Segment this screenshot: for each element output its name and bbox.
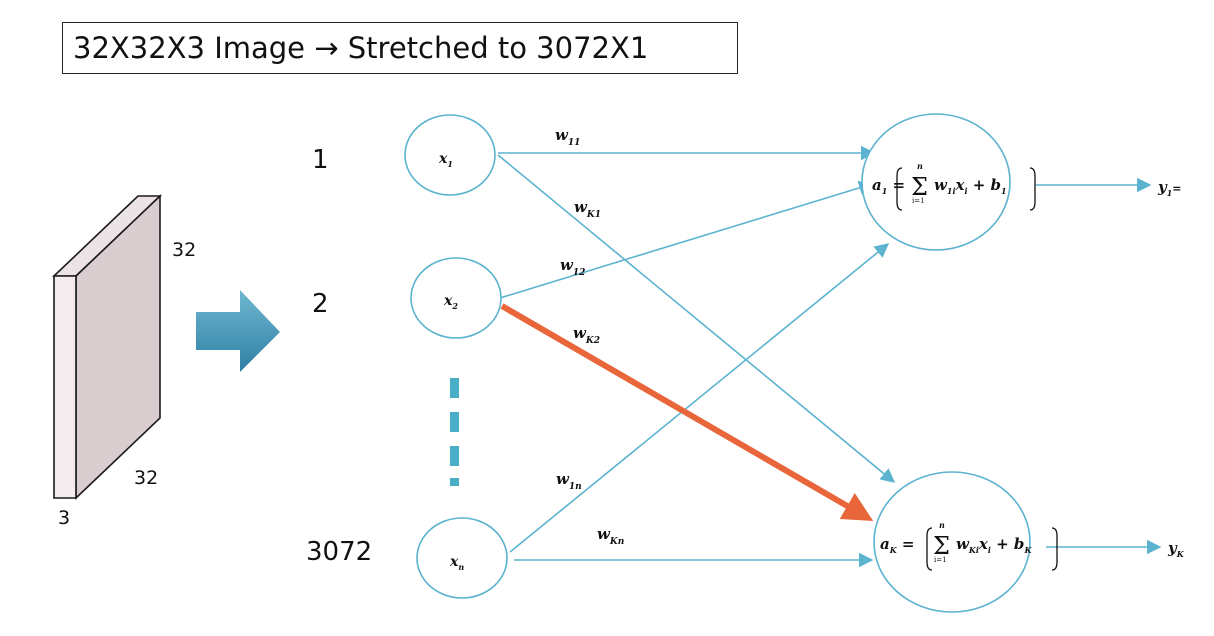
input-var-x2: x [443,293,453,309]
neuron-K-sum-top: n [939,520,945,530]
weight-label-w11: w11 [555,126,580,148]
connection-x2-aK-highlight [500,303,874,522]
input-node-xn: xn [416,517,508,599]
weight-label-w1n: w1n [556,470,582,492]
svg-text:a1 =: a1 = [872,176,905,196]
connection-x2-a1 [499,180,874,299]
neuron-K-w: w [956,535,970,553]
neuron-1-sum-bottom: i=1 [912,197,925,205]
connection-x1-aK [497,154,896,483]
weight-label-w12: w12 [560,256,585,278]
input-sub-x2: 2 [451,301,458,311]
neuron-1-b-sub: 1 [1001,186,1007,196]
volume-depth-label: 3 [58,507,70,529]
neuron-K-b-sub: K [1023,545,1032,555]
svg-text:x2: x2 [443,293,458,311]
svg-text:w1ixi + b1: w1ixi + b1 [934,176,1007,196]
input-var-xn: x [449,554,459,570]
output-neuron-1: a1 = Σ n i=1 w1ixi + b1 [861,113,1036,251]
neuron-1-lhs-sub: 1 [882,186,888,196]
volume-front-face [53,275,77,499]
neuron-K-w-sub: Ki [968,545,979,555]
neuron-1-w: w [934,176,948,194]
input-node-x2: x2 [410,257,502,339]
neuron-K-sum-bottom: i=1 [934,556,947,564]
svg-text:aK =: aK = [880,535,914,555]
volume-width-label: 32 [134,467,158,489]
volume-side-face [75,194,161,500]
neuron-1-sum-top: n [917,161,923,171]
weight-label-wKn: wKn [597,525,624,547]
input-sub-xn: n [458,562,464,572]
row-label-2: 2 [312,289,329,319]
row-label-3072: 3072 [306,537,372,567]
neuron-1-w-sub: 1i [947,186,956,196]
output-y1: y1= [1157,178,1182,198]
output-yK: yK [1167,539,1185,559]
volume-height-label: 32 [172,239,196,261]
neuron-K-lhs-sub: K [889,545,898,555]
svg-text:xn: xn [449,554,464,572]
input-var-x1: x [438,151,448,167]
row-label-1: 1 [312,145,329,175]
weight-label-wK1: wK1 [574,198,601,220]
output-neuron-K: aK = Σ n i=1 wKixi + bK [873,471,1058,613]
neuron-K-lhs: a [880,535,890,553]
input-sub-x1: 1 [447,159,453,169]
svg-text:Σ: Σ [911,173,928,201]
neuron-1-lhs: a [872,176,882,194]
svg-text:wKixi + bK: wKixi + bK [956,535,1032,555]
input-node-x1: x1 [404,114,496,196]
transform-arrow [196,290,280,372]
input-volume: 32 32 3 [52,194,196,529]
connection-xn-a1 [509,243,890,553]
diagram-title: 32X32X3 Image → Stretched to 3072X1 [62,22,738,74]
svg-text:Σ: Σ [933,532,950,560]
connections [497,145,1162,568]
weight-label-wK2: wK2 [573,324,600,346]
ellipsis-dots [450,378,459,486]
svg-text:x1: x1 [438,151,453,169]
